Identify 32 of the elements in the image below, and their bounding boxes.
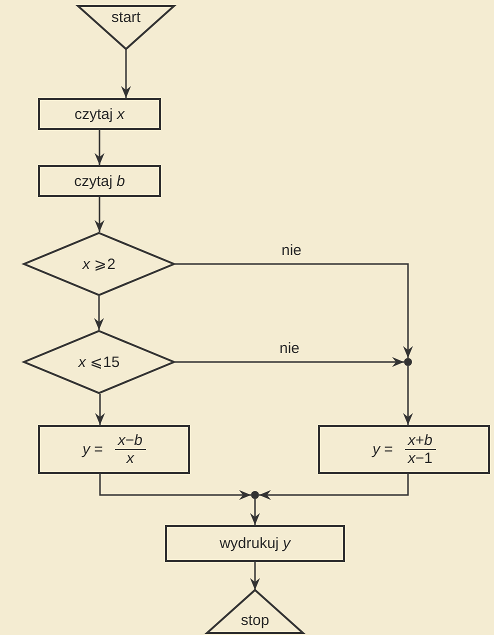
arrow — [95, 394, 105, 425]
arrow — [94, 197, 104, 232]
fraction-numerator: x−b — [114, 432, 146, 450]
process-box — [318, 425, 490, 474]
node-label: x ⩽15 — [78, 353, 120, 371]
process-box — [38, 425, 190, 474]
arrow — [250, 562, 260, 590]
process-box — [38, 98, 161, 130]
node-label: x ⩾2 — [82, 255, 116, 273]
junction-dot — [251, 491, 259, 499]
node-label: wydrukuj y — [220, 535, 290, 552]
arrow — [175, 263, 413, 358]
fraction-denominator: x — [126, 450, 134, 467]
formula-label: y = — [82, 441, 103, 458]
arrow — [175, 357, 404, 367]
node-label: start — [111, 9, 141, 26]
fraction-denominator: x−1 — [408, 450, 433, 467]
node-label: czytaj x — [74, 106, 124, 122]
node-label: stop — [240, 612, 270, 629]
fraction-numerator: x+b — [404, 432, 436, 450]
process-box — [165, 525, 345, 562]
arrow — [94, 130, 104, 165]
arrow — [259, 474, 409, 500]
arrow — [403, 366, 413, 425]
arrow — [250, 499, 260, 525]
arrow — [99, 474, 251, 500]
arrow — [121, 49, 131, 98]
process-box — [38, 165, 161, 197]
arrow — [94, 296, 104, 330]
junction-dot — [404, 358, 412, 366]
node-label: czytaj b — [74, 172, 125, 190]
formula-label: y = — [372, 441, 393, 458]
